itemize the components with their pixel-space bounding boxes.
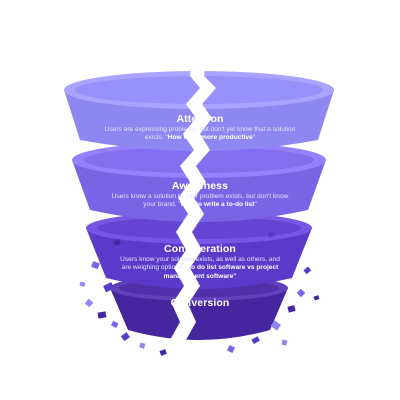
debris-piece xyxy=(159,349,167,356)
debris-piece xyxy=(84,298,94,308)
debris-piece xyxy=(313,295,320,301)
desc-text: Users know your solution exists, as well… xyxy=(120,256,280,272)
debris-piece xyxy=(113,239,121,246)
stage-title-consideration: Consideration xyxy=(164,243,236,255)
desc-text: " xyxy=(254,201,257,209)
debris-pieces xyxy=(79,211,320,356)
desc-text: Users know a solution to their problem e… xyxy=(111,193,289,209)
debris-piece xyxy=(126,211,134,219)
tier-body xyxy=(86,228,312,289)
debris-piece xyxy=(97,311,107,319)
stage-title-attention: Attention xyxy=(176,113,224,125)
debris-piece xyxy=(91,261,100,270)
debris-piece xyxy=(303,266,312,275)
debris-piece xyxy=(139,342,146,349)
debris-piece xyxy=(287,305,296,313)
debris-piece xyxy=(270,320,281,331)
debris-piece xyxy=(251,336,260,345)
debris-piece xyxy=(79,281,86,287)
tier-top-surface xyxy=(97,217,301,239)
desc-text: Users are expressing problems, but don't… xyxy=(104,126,296,142)
debris-piece xyxy=(227,345,235,353)
desc-keyword: "to do list software vs project manageme… xyxy=(163,264,279,280)
stage-desc-attention: Users are expressing problems, but don't… xyxy=(95,126,305,143)
debris-piece xyxy=(120,332,130,342)
debris-piece xyxy=(103,282,115,293)
stage-desc-consideration: Users know your solution exists, as well… xyxy=(118,256,282,281)
debris-piece xyxy=(296,288,306,298)
stage-title-conversion: Conversion xyxy=(170,297,230,309)
debris-piece xyxy=(267,230,276,239)
debris-piece xyxy=(110,320,119,329)
stage-title-awareness: Awareness xyxy=(171,180,229,192)
debris-piece xyxy=(281,339,288,346)
crack-shape xyxy=(170,56,216,358)
desc-keyword: how to write a to-do list xyxy=(180,201,255,209)
stage-desc-awareness: Users know a solution to their problem e… xyxy=(105,193,295,210)
tier-body xyxy=(110,288,288,340)
desc-text: " xyxy=(252,134,256,142)
funnel-tier-consideration xyxy=(86,212,312,289)
desc-keyword: How to be more productive xyxy=(167,134,253,142)
